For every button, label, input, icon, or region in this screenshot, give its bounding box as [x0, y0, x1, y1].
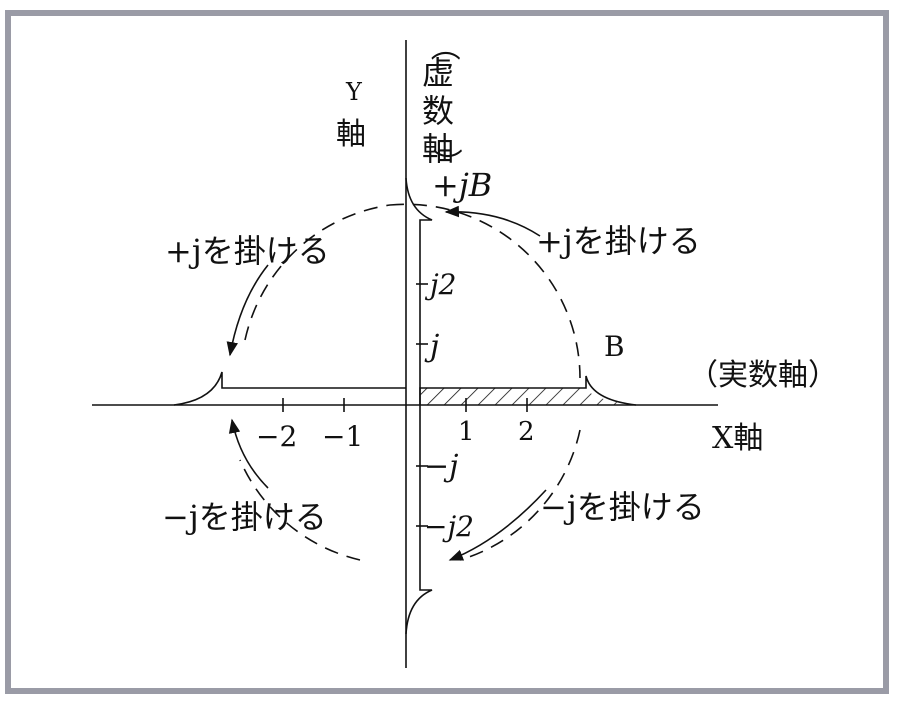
y-axis-label-kanji: 軸 — [336, 117, 366, 152]
vector-neg-jb-outline — [405, 405, 433, 635]
imag-label-char-4: ） — [428, 148, 463, 178]
tick-label-x-neg1: −1 — [322, 420, 363, 453]
diagram-frame — [5, 10, 889, 694]
real-axis-label: （実数軸） — [688, 358, 838, 393]
tick-label-x-1: 1 — [458, 417, 475, 447]
annotation-upper-right: +jを掛ける — [536, 222, 701, 260]
imag-label-char-3: 軸 — [422, 130, 454, 168]
tick-label-x-2: 2 — [518, 417, 535, 447]
tick-label-y-negj: −j — [424, 449, 458, 484]
imag-label-char-2: 数 — [422, 92, 454, 130]
tick-label-x-neg2: −2 — [256, 420, 297, 453]
arrow-upper-left — [226, 264, 269, 357]
arrow-lower-left — [228, 418, 269, 489]
annotation-lower-right: −jを掛ける — [540, 488, 705, 526]
dashed-circle-right — [239, 203, 581, 561]
vector-neg-b-outline — [173, 371, 406, 406]
vector-b-tip-hatch — [586, 388, 636, 405]
arrow-lower-right — [448, 489, 547, 561]
tick-label-y-negj2: −j2 — [424, 510, 474, 543]
vector-b-hatch — [420, 388, 586, 405]
vector-jb-label: +jB — [432, 166, 492, 204]
imaginary-axis-label: （ 虚 数 軸 ） — [422, 31, 463, 178]
tick-label-y-j2: j2 — [424, 268, 457, 301]
vector-jb-outline — [405, 177, 433, 405]
arrow-upper-right — [444, 205, 541, 237]
annotation-lower-left: −jを掛ける — [162, 498, 327, 536]
imag-label-char-1: 虚 — [422, 54, 454, 92]
vector-b-label: B — [604, 330, 625, 363]
y-ticks — [416, 283, 428, 527]
y-axis-label: Y — [345, 78, 363, 106]
vector-b-outline — [419, 375, 637, 406]
annotation-upper-left: +jを掛ける — [165, 232, 330, 270]
tick-label-y-j: j — [424, 329, 439, 364]
x-axis-label: X軸 — [712, 421, 763, 456]
imag-label-char-0: （ — [426, 31, 461, 61]
